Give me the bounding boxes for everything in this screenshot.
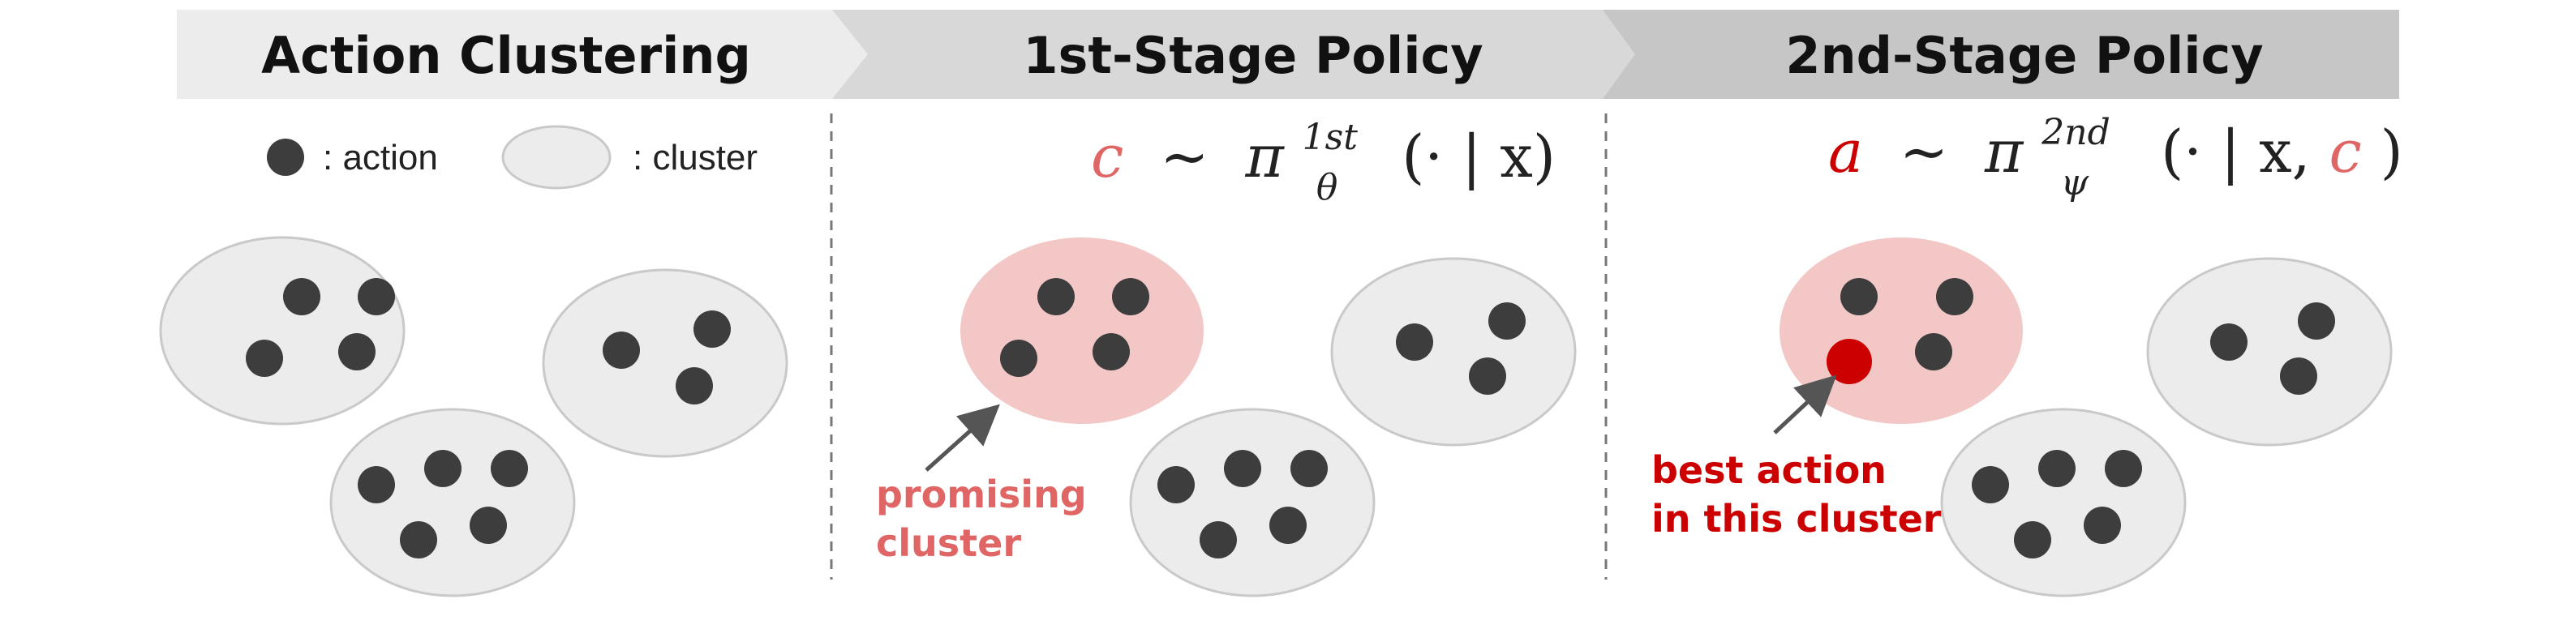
- action-dot: [470, 507, 507, 544]
- action-dot: [1200, 521, 1237, 558]
- formula2-pi: π: [1984, 118, 2024, 186]
- best-action-dot: [1827, 339, 1872, 384]
- panel-action-clustering: [159, 236, 788, 597]
- action-dot: [1840, 278, 1878, 315]
- action-dot: [2280, 357, 2317, 395]
- cluster: [2146, 257, 2393, 447]
- formula2-args-c: c: [2329, 118, 2361, 186]
- header-title-action-clustering: Action Clustering: [261, 26, 751, 85]
- legend-action-dot: [267, 139, 304, 176]
- action-dot: [693, 310, 731, 348]
- legend-action-label: : action: [323, 138, 438, 178]
- action-dot: [1157, 466, 1195, 503]
- formula2-args-post: ): [2381, 118, 2403, 186]
- cluster: [1129, 408, 1376, 597]
- action-dot: [1112, 278, 1149, 315]
- best-action-label: best action in this cluster: [1651, 448, 1942, 541]
- action-dot: [603, 332, 640, 369]
- action-dot: [2298, 302, 2335, 340]
- panel-first-stage-policy: promising cluster: [876, 237, 1577, 597]
- formula1-pi: π: [1244, 122, 1285, 190]
- legend-cluster-ellipse: [501, 125, 612, 190]
- promising-label-line1: promising: [876, 473, 1087, 516]
- header-title-1st-stage-policy: 1st-Stage Policy: [1023, 26, 1483, 85]
- formula1-sup: 1st: [1303, 117, 1359, 158]
- header-banner: Action Clustering 1st-Stage Policy 2nd-S…: [177, 10, 2399, 99]
- cluster: [329, 408, 576, 597]
- action-dot: [1396, 323, 1433, 361]
- action-dot: [1000, 340, 1037, 377]
- action-dot: [1093, 333, 1130, 370]
- action-dot: [2014, 521, 2051, 558]
- formula1-args: (· | x): [1402, 122, 1556, 190]
- header-title-2nd-stage-policy: 2nd-Stage Policy: [1785, 26, 2263, 85]
- formula1-op: ∼: [1160, 122, 1209, 190]
- action-dot: [2105, 450, 2142, 487]
- action-dot: [358, 278, 395, 315]
- header-segment-1st-stage: [832, 10, 1638, 99]
- panel-second-stage-policy: best action in this cluster: [1651, 237, 2393, 597]
- formula2-op: ∼: [1900, 118, 1948, 186]
- action-dot: [676, 367, 713, 404]
- cluster: [1330, 257, 1577, 447]
- promising-label-line2: cluster: [876, 521, 1021, 565]
- action-dot: [2038, 450, 2076, 487]
- cluster: [542, 268, 788, 458]
- cluster: [1940, 408, 2187, 597]
- action-dot: [491, 450, 528, 487]
- promising-cluster: [960, 237, 1204, 424]
- formula2-sub: ψ: [2061, 162, 2089, 203]
- action-dot: [358, 466, 395, 503]
- action-dot: [246, 340, 283, 377]
- best-action-arrow: [1773, 374, 1837, 434]
- promising-cluster-arrow: [925, 404, 1000, 472]
- action-dot: [400, 521, 437, 558]
- promising-cluster-label: promising cluster: [876, 473, 1100, 565]
- formula2-lhs: a: [1828, 118, 1863, 186]
- action-dot: [1972, 466, 2009, 503]
- action-dot: [1915, 333, 1952, 370]
- action-dot: [1224, 450, 1261, 487]
- formula2-args-pre: (· | x,: [2161, 118, 2329, 186]
- best-label-line2: in this cluster: [1651, 497, 1942, 541]
- action-dot: [1290, 450, 1328, 487]
- formula1-sub: θ: [1316, 167, 1338, 208]
- best-label-line1: best action: [1651, 448, 1887, 492]
- cluster: [159, 236, 406, 426]
- formula1-lhs: c: [1091, 122, 1123, 190]
- action-dot: [1488, 302, 1526, 340]
- action-dot: [424, 450, 462, 487]
- action-dot: [1037, 278, 1075, 315]
- formula-second-stage: a ∼ π 2nd ψ (· | x, c ): [1828, 90, 2403, 208]
- legend: : action : cluster: [267, 125, 758, 190]
- action-dot: [1936, 278, 1973, 315]
- action-dot: [283, 278, 320, 315]
- header-chevron-arrow-1: [832, 10, 868, 99]
- header-segment-action-clustering: [177, 10, 835, 99]
- header-segment-2nd-stage: [1603, 10, 2399, 99]
- formula-first-stage: c ∼ π 1st θ (· | x): [1091, 95, 1556, 213]
- action-dot: [338, 333, 376, 370]
- formula2-sup: 2nd: [2041, 112, 2110, 153]
- action-dot: [1469, 357, 1506, 395]
- action-dot: [2084, 507, 2121, 544]
- action-dot: [2210, 323, 2248, 361]
- legend-cluster-label: : cluster: [633, 138, 758, 178]
- action-dot: [1269, 507, 1307, 544]
